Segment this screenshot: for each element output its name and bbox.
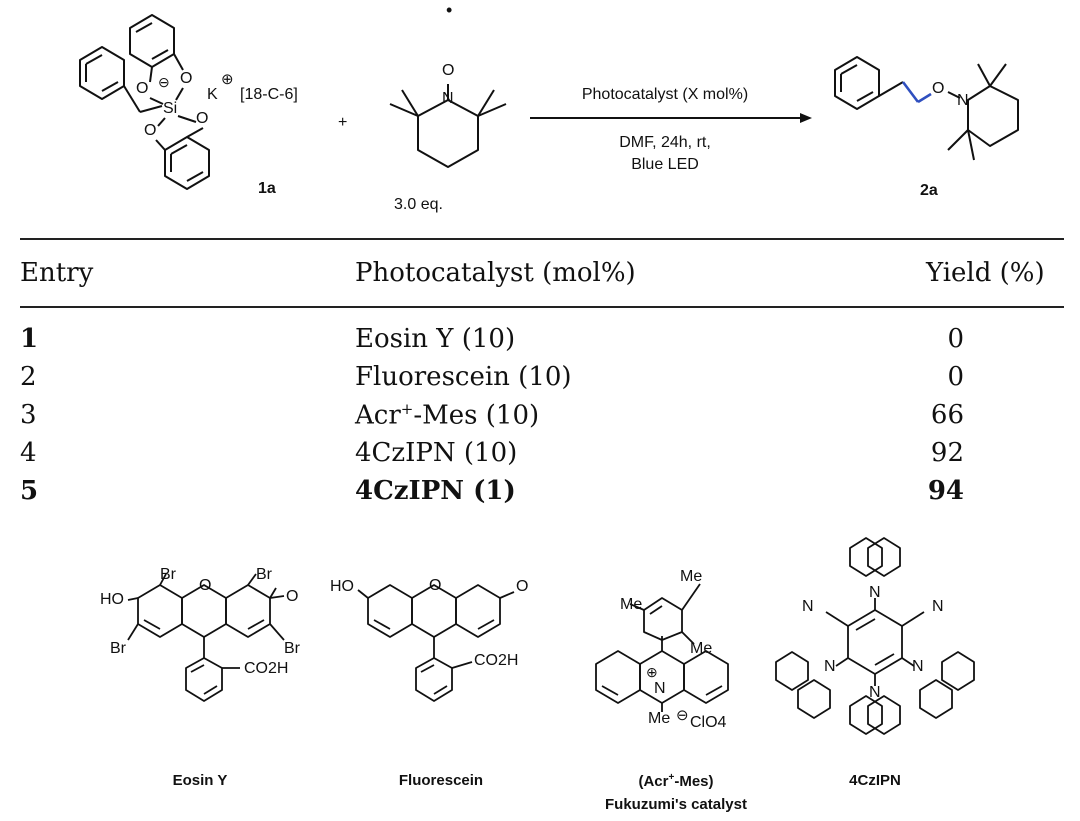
column-header-yield: Yield (%) [926, 258, 1045, 288]
yield-cell: 0 [947, 324, 964, 354]
oxygen-label: O [144, 122, 157, 139]
column-header-entry: Entry [20, 258, 94, 288]
entry-cell: 5 [20, 476, 39, 506]
scheme-bonds [79, 14, 1019, 190]
oxygen-label: O [196, 110, 209, 127]
reaction-conditions-solvent: DMF, 24h, rt, [619, 134, 711, 151]
nitrile-nitrogen-label: N [802, 598, 814, 615]
oxygen-label: O [429, 577, 442, 594]
nitrogen-label: N [654, 680, 666, 697]
entry-cell: 3 [20, 400, 37, 430]
carboxylic-acid-label: CO2H [244, 660, 289, 677]
yield-cell: 66 [930, 400, 964, 430]
minus-charge-icon: ⊖ [158, 74, 170, 90]
oxygen-label: O [516, 578, 529, 595]
minus-charge-icon: ⊖ [676, 707, 689, 724]
nitrogen-label: N [869, 684, 881, 701]
bromine-label: Br [160, 566, 176, 583]
reaction-conditions-catalyst: Photocatalyst (X mol%) [581, 86, 749, 103]
plus-sign: + [338, 114, 348, 131]
oxygen-label: O [932, 80, 945, 97]
bromine-label: Br [256, 566, 272, 583]
equivalents-label: 3.0 eq. [394, 196, 443, 213]
yield-cell: 94 [927, 476, 964, 506]
column-header-photocatalyst: Photocatalyst (mol%) [355, 258, 636, 288]
caption-4czipn: 4CzIPN [849, 772, 901, 789]
radical-dot-icon: • [446, 0, 453, 20]
entry-cell: 2 [20, 362, 37, 392]
crown-ether-label: [18-C-6] [240, 86, 298, 103]
table-header-rule [20, 306, 1064, 308]
oxygen-label: O [286, 588, 299, 605]
entry-cell: 1 [20, 324, 39, 354]
methyl-label: Me [620, 596, 643, 613]
caption-eosin-y: Eosin Y [172, 772, 228, 789]
reaction-conditions-light: Blue LED [631, 156, 699, 173]
nitrogen-label: N [824, 658, 836, 675]
methyl-label: Me [690, 640, 713, 657]
caption-fukuzumi: Fukuzumi's catalyst [605, 796, 747, 813]
plus-charge-icon: ⊕ [221, 71, 234, 88]
hydroxyl-label: HO [100, 591, 124, 608]
catalyst-cell: Eosin Y (10) [355, 324, 516, 354]
oxygen-label: O [136, 80, 149, 97]
nitrogen-label: N [869, 584, 881, 601]
bromine-label: Br [110, 640, 126, 657]
carboxylic-acid-label: CO2H [474, 652, 519, 669]
potassium-label: K [207, 86, 218, 103]
compound-label-2a: 2a [920, 182, 938, 199]
oxygen-label: O [199, 577, 212, 594]
yield-cell: 0 [947, 362, 964, 392]
catalyst-cell: 4CzIPN (1) [355, 476, 516, 506]
nitrile-nitrogen-label: N [932, 598, 944, 615]
caption-fluorescein: Fluorescein [398, 772, 484, 789]
perchlorate-label: ClO4 [690, 714, 727, 731]
entry-cell: 4 [20, 438, 37, 468]
catalyst-cell: 4CzIPN (10) [355, 438, 518, 468]
bromine-label: Br [284, 640, 300, 657]
nitrogen-label: N [442, 90, 454, 107]
plus-charge-icon: ⊕ [646, 664, 658, 680]
hydroxyl-label: HO [330, 578, 354, 595]
oxygen-label: O [180, 70, 193, 87]
catalyst-cell: Acr+-Mes (10) [355, 400, 540, 431]
silicon-label: Si [163, 100, 178, 117]
table-top-rule [20, 238, 1064, 240]
nitrogen-label: N [957, 92, 969, 109]
methyl-label: Me [680, 568, 703, 585]
methyl-label: Me [648, 710, 671, 727]
oxygen-label: O [442, 62, 455, 79]
catalyst-cell: Fluorescein (10) [355, 362, 572, 392]
compound-label-1a: 1a [258, 180, 276, 197]
caption-acr-mes: (Acr+-Mes) [638, 772, 714, 790]
nitrogen-label: N [912, 658, 924, 675]
yield-cell: 92 [930, 438, 964, 468]
